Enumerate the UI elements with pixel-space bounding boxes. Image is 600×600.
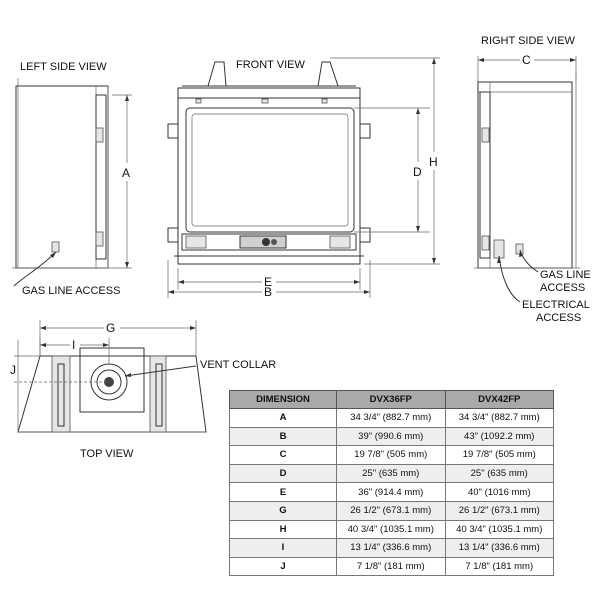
left-side-view	[12, 78, 112, 269]
row-key: E	[229, 482, 337, 502]
row-dvx36fp: 40 3/4" (1035.1 mm)	[336, 519, 446, 540]
table-row: J 7 1/8" (181 mm) 7 1/8" (181 mm)	[229, 556, 554, 577]
table-row: G 26 1/2" (673.1 mm) 26 1/2" (673.1 mm)	[229, 500, 554, 521]
dimension-e-label: E	[264, 275, 272, 289]
table-row: C 19 7/8" (505 mm) 19 7/8" (505 mm)	[229, 445, 554, 465]
front-view-title: FRONT VIEW	[236, 59, 305, 71]
row-dvx42fp: 26 1/2" (673.1 mm)	[444, 500, 554, 521]
electrical-access-label-1: ELECTRICAL	[522, 299, 590, 311]
header-dvx42fp: DVX42FP	[444, 390, 554, 409]
dimension-e: E	[177, 268, 361, 290]
table-row: I 13 1/4" (336.6 mm) 13 1/4" (336.6 mm)	[229, 538, 554, 558]
row-dvx42fp: 13 1/4" (336.6 mm)	[444, 538, 554, 558]
header-dimension: DIMENSION	[229, 390, 337, 409]
dimension-i: I	[39, 338, 110, 364]
row-dvx36fp: 26 1/2" (673.1 mm)	[336, 500, 446, 521]
row-key: A	[229, 408, 337, 428]
gas-line-access-right-label-1: GAS LINE	[540, 269, 591, 281]
right-side-view-title: RIGHT SIDE VIEW	[481, 35, 576, 47]
row-dvx36fp: 36" (914.4 mm)	[336, 482, 446, 502]
row-dvx36fp: 13 1/4" (336.6 mm)	[336, 538, 446, 558]
row-key: C	[229, 445, 337, 465]
table-row: B 39" (990.6 mm) 43" (1092.2 mm)	[229, 426, 554, 447]
row-key: H	[229, 519, 337, 540]
top-view	[17, 340, 207, 433]
row-dvx42fp: 19 7/8" (505 mm)	[444, 445, 554, 465]
gas-line-access-right-callout: GAS LINE ACCESS	[519, 249, 591, 294]
row-dvx36fp: 7 1/8" (181 mm)	[336, 556, 446, 577]
row-dvx42fp: 7 1/8" (181 mm)	[444, 556, 554, 577]
row-dvx42fp: 34 3/4" (882.7 mm)	[444, 408, 554, 428]
gas-line-access-left-callout: GAS LINE ACCESS	[13, 251, 120, 297]
row-key: G	[229, 500, 337, 521]
table-row: H 40 3/4" (1035.1 mm) 40 3/4" (1035.1 mm…	[229, 519, 554, 540]
row-dvx36fp: 25" (635 mm)	[336, 463, 446, 484]
electrical-access-label-2: ACCESS	[536, 312, 581, 324]
row-key: I	[229, 538, 337, 558]
row-key: J	[229, 556, 337, 577]
gas-line-access-right-label-2: ACCESS	[540, 282, 585, 294]
row-dvx36fp: 39" (990.6 mm)	[336, 426, 446, 447]
top-view-title: TOP VIEW	[80, 448, 134, 460]
dimension-b: B	[167, 260, 371, 299]
dimension-table: DIMENSION DVX36FP DVX42FP A 34 3/4" (882…	[229, 390, 554, 577]
dimension-c-label: C	[522, 53, 531, 67]
row-dvx42fp: 25" (635 mm)	[444, 463, 554, 484]
dimension-j: J	[10, 355, 109, 383]
table-row: A 34 3/4" (882.7 mm) 34 3/4" (882.7 mm)	[229, 408, 554, 428]
row-key: D	[229, 463, 337, 484]
dimension-i-label: I	[72, 338, 75, 352]
row-dvx42fp: 43" (1092.2 mm)	[444, 426, 554, 447]
dimension-d-label: D	[413, 165, 422, 179]
dimension-a: A	[112, 94, 132, 269]
header-dvx36fp: DVX36FP	[336, 390, 446, 409]
left-side-view-title: LEFT SIDE VIEW	[20, 61, 107, 73]
dimension-h: H	[330, 57, 440, 265]
row-dvx42fp: 40 3/4" (1035.1 mm)	[444, 519, 554, 540]
row-dvx36fp: 34 3/4" (882.7 mm)	[336, 408, 446, 428]
dimension-g-label: G	[106, 321, 115, 335]
gas-line-access-left-label: GAS LINE ACCESS	[22, 285, 120, 297]
front-view	[167, 61, 371, 265]
vent-collar-callout: VENT COLLAR	[124, 359, 276, 377]
table-row: E 36" (914.4 mm) 40" (1016 mm)	[229, 482, 554, 502]
dimension-g: G	[39, 320, 197, 356]
row-dvx42fp: 40" (1016 mm)	[444, 482, 554, 502]
row-dvx36fp: 19 7/8" (505 mm)	[336, 445, 446, 465]
dimension-a-label: A	[122, 166, 130, 180]
row-key: B	[229, 426, 337, 447]
vent-collar-label: VENT COLLAR	[200, 359, 276, 371]
dimension-h-label: H	[429, 155, 438, 169]
right-side-view	[474, 70, 580, 269]
electrical-access-callout: ELECTRICAL ACCESS	[497, 255, 590, 324]
dimension-d: D	[354, 107, 430, 233]
dimension-j-label: J	[10, 363, 16, 377]
dimension-b-label: B	[264, 285, 272, 299]
table-row: D 25" (635 mm) 25" (635 mm)	[229, 463, 554, 484]
table-header-row: DIMENSION DVX36FP DVX42FP	[229, 390, 554, 409]
dimension-c: C	[477, 53, 577, 82]
